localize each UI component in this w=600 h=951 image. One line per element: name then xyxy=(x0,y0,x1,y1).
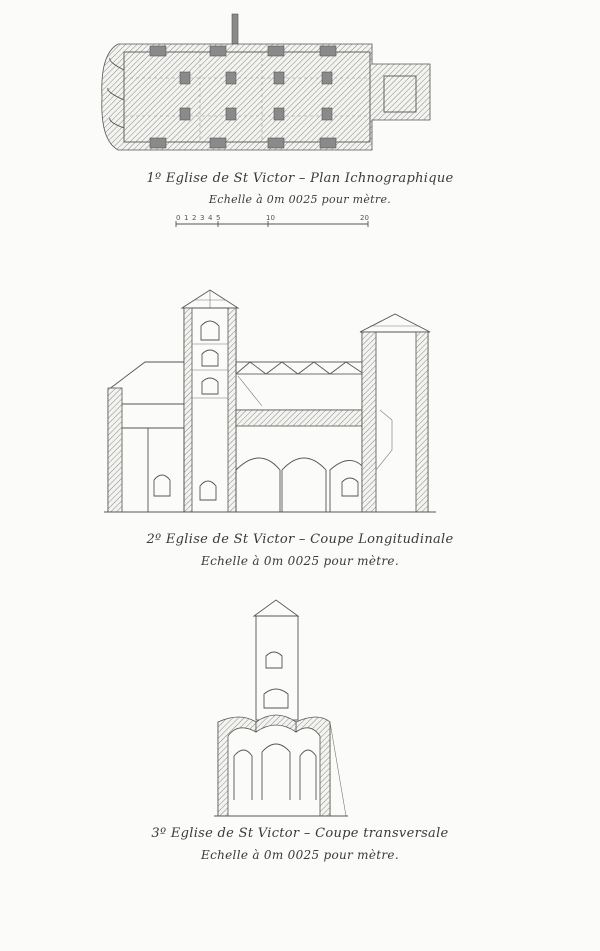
figure1-scale: Echelle à 0m 0025 pour mètre. xyxy=(208,193,392,206)
transept-body xyxy=(217,721,331,817)
plan-piers xyxy=(149,45,337,149)
scale-label-1: 1 xyxy=(184,214,188,222)
figure2-scale: Echelle à 0m 0025 pour mètre. xyxy=(201,554,399,568)
scale-label-5: 5 xyxy=(216,214,220,222)
scale-label-20: 20 xyxy=(360,214,369,222)
scale-bar: 0 1 2 3 4 5 10 20 xyxy=(175,214,369,227)
scale-label-2: 2 xyxy=(192,214,196,222)
plan-apse xyxy=(383,75,417,113)
figure2-caption: 2º Eglise de St Victor – Coupe Longitudi… xyxy=(146,532,454,547)
scale-label-3: 3 xyxy=(200,214,204,222)
plan-outline xyxy=(101,43,431,151)
plan-interior xyxy=(123,51,371,143)
transverse-section xyxy=(214,599,348,817)
scale-label-10: 10 xyxy=(266,214,275,222)
right-tower-roof xyxy=(359,313,431,333)
figure3-caption: 3º Eglise de St Victor – Coupe transvers… xyxy=(151,826,449,841)
figure3-scale: Echelle à 0m 0025 pour mètre. xyxy=(201,848,399,862)
figure1-caption: 1º Eglise de St Victor – Plan Ichnograph… xyxy=(146,171,454,186)
longitudinal-section xyxy=(104,289,436,513)
scale-label-4: 4 xyxy=(208,214,213,222)
plan-tower-stub xyxy=(231,13,239,45)
floor-plan xyxy=(101,13,431,151)
scale-label-0: 0 xyxy=(176,214,180,222)
